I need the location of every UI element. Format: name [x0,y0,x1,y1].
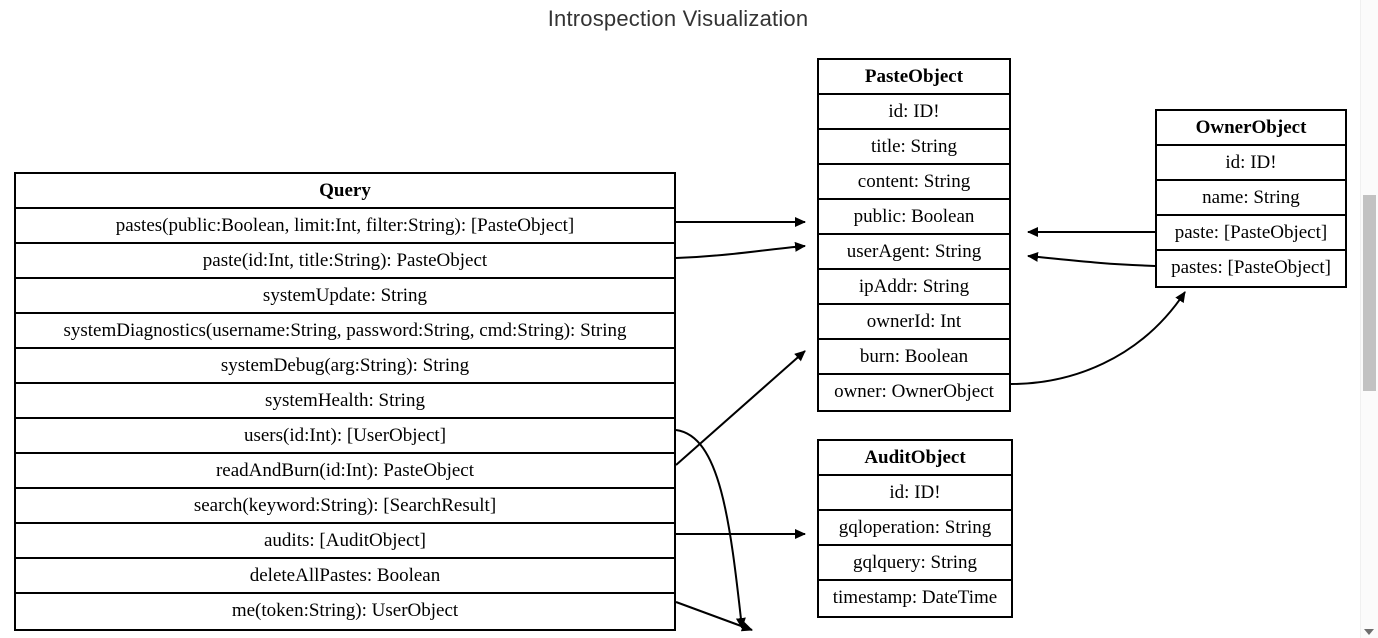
entity-auditobject-field-gqlquery[interactable]: gqlquery: String [819,546,1011,581]
entity-pasteobject-field-owner[interactable]: owner: OwnerObject [834,381,994,402]
edge-paste-owner-to-ownerobject [1010,291,1186,385]
edge-owner-pastes-to-paste-useragent [1027,251,1156,267]
entity-query-field-readandburn[interactable]: readAndBurn(id:Int): PasteObject [16,454,674,489]
entity-pasteobject-field-title[interactable]: title: String [819,130,1009,165]
entity-auditobject-field-gqloperation[interactable]: gqloperation: String [819,511,1011,546]
entity-pasteobject-field-id[interactable]: id: ID! [819,95,1009,130]
page-title: Introspection Visualization [547,6,809,31]
entity-auditobject-field-id[interactable]: id: ID! [819,476,1011,511]
entity-pasteobject-field-ipaddr[interactable]: ipAddr: String [819,270,1009,305]
entity-ownerobject-field-pastes[interactable]: pastes: [PasteObject] [1171,257,1331,278]
entity-ownerobject-title: OwnerObject [1157,111,1345,146]
entity-query-field-pastes[interactable]: pastes(public:Boolean, limit:Int, filter… [16,209,674,244]
entity-query-title: Query [16,174,674,209]
entity-auditobject-title: AuditObject [819,441,1011,476]
vertical-scrollbar-thumb[interactable] [1363,195,1376,391]
edge-query-users-to-userobject [675,429,746,629]
entity-query-field-systemdiagnostics[interactable]: systemDiagnostics(username:String, passw… [16,314,674,349]
edge-query-readandburn-to-paste-burn [675,350,806,466]
entity-query-field-paste[interactable]: paste(id:Int, title:String): PasteObject [16,244,674,279]
entity-query-field-audits[interactable]: audits: [AuditObject] [16,524,674,559]
entity-query-field-search[interactable]: search(keyword:String): [SearchResult] [16,489,674,524]
vertical-scrollbar-track[interactable] [1360,0,1378,638]
entity-auditobject-field-timestamp[interactable]: timestamp: DateTime [832,587,998,608]
entity-ownerobject[interactable]: OwnerObject id: ID! name: String paste: … [1155,109,1347,288]
entity-query-field-systemhealth[interactable]: systemHealth: String [16,384,674,419]
entity-auditobject[interactable]: AuditObject id: ID! gqloperation: String… [817,439,1013,618]
entity-ownerobject-field-id[interactable]: id: ID! [1157,146,1345,181]
entity-query-field-systemupdate[interactable]: systemUpdate: String [16,279,674,314]
edge-query-me-to-userobject [675,601,753,632]
entity-query[interactable]: Query pastes(public:Boolean, limit:Int, … [14,172,676,631]
entity-pasteobject[interactable]: PasteObject id: ID! title: String conten… [817,58,1011,412]
entity-pasteobject-field-useragent[interactable]: userAgent: String [819,235,1009,270]
entity-ownerobject-field-paste[interactable]: paste: [PasteObject] [1157,216,1345,251]
entity-pasteobject-field-ownerid[interactable]: ownerId: Int [819,305,1009,340]
entity-pasteobject-title: PasteObject [819,60,1009,95]
entity-query-field-users[interactable]: users(id:Int): [UserObject] [16,419,674,454]
entity-query-field-deleteallpastes[interactable]: deleteAllPastes: Boolean [16,559,674,594]
entity-pasteobject-field-public[interactable]: public: Boolean [819,200,1009,235]
entity-pasteobject-field-content[interactable]: content: String [819,165,1009,200]
entity-query-field-systemdebug[interactable]: systemDebug(arg:String): String [16,349,674,384]
edge-query-paste-to-paste-useragent [675,241,806,259]
chevron-down-icon[interactable] [1364,629,1374,635]
entity-query-field-me[interactable]: me(token:String): UserObject [231,600,459,621]
entity-ownerobject-field-name[interactable]: name: String [1157,181,1345,216]
entity-pasteobject-field-burn[interactable]: burn: Boolean [819,340,1009,375]
